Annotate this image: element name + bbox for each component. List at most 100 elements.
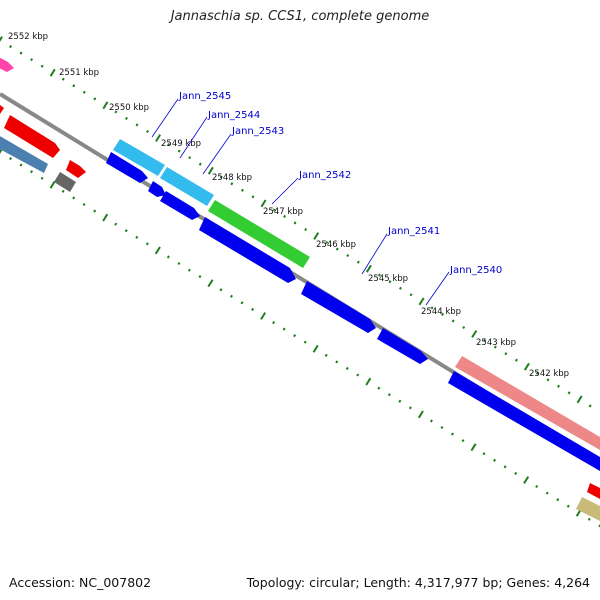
tick-mark [483,339,487,343]
tick-mark [461,439,465,443]
gene-feature-steel[interactable] [0,135,48,173]
tick-mark [72,84,76,88]
gene-feature-gray[interactable] [54,172,76,192]
kbp-label: 2551 kbp [59,68,99,78]
tick-mark [282,327,286,331]
gene-feature-red-edge[interactable] [0,105,4,114]
tick-mark [567,391,571,395]
tick-mark [114,222,118,226]
tick-mark [471,330,478,338]
tick-mark [312,344,319,353]
gene-feature-red-1[interactable] [4,115,60,158]
kbp-label: 2549 kbp [161,139,201,149]
tick-mark [451,432,454,436]
tick-mark [345,366,349,371]
tick-mark [304,227,308,232]
tick-mark [61,77,65,81]
tick-mark [503,465,507,469]
tick-mark [188,156,192,160]
tick-mark [49,180,56,189]
kbp-label: 2552 kbp [8,32,48,42]
genome-summary-text: Topology: circular; Length: 4,317,977 bp… [246,575,590,590]
tick-mark [49,68,56,77]
tick-mark [430,306,434,310]
tick-mark [19,51,23,55]
gene-label-jann-2542[interactable]: Jann_2542 [298,170,351,181]
tick-mark [219,175,223,179]
tick-mark [260,199,267,208]
tick-mark [30,58,34,62]
tick-mark [335,360,339,364]
tick-mark [408,406,412,410]
kbp-label: 2547 kbp [263,207,303,217]
tick-mark [198,162,202,166]
gene-feature-blue-3[interactable] [160,191,200,220]
gene-label-jann-2540[interactable]: Jann_2540 [449,265,502,276]
gene-label-jann-2541[interactable]: Jann_2541 [387,226,440,237]
gene-label-jann-2544[interactable]: Jann_2544 [207,110,260,121]
kbp-label: 2542 kbp [529,369,569,379]
tick-mark [272,321,276,325]
tick-mark [102,213,109,222]
tick-mark [146,129,150,134]
tick-mark [251,307,255,311]
kbp-label: 2548 kbp [212,173,252,183]
gene-label-jann-2543[interactable]: Jann_2543 [231,126,284,137]
gene-feature-jann-2545[interactable] [113,139,165,176]
gene-feature-red-right[interactable] [587,483,600,499]
gene-feature-blue-7[interactable] [448,371,600,471]
gene-feature-blue-1[interactable] [106,152,148,183]
tick-mark [72,196,76,200]
tick-mark [240,301,244,305]
tick-mark [365,377,372,386]
tick-mark [293,334,297,338]
tick-mark [155,134,162,142]
tick-mark [523,476,530,484]
tick-mark [388,280,392,284]
tick-mark [545,491,549,495]
gene-feature-jann-2544[interactable] [160,167,214,206]
tick-mark [207,279,214,288]
tick-mark [346,254,350,258]
tick-mark [418,297,425,306]
tick-mark [377,273,381,277]
gene-feature-pink[interactable] [0,55,14,72]
tick-mark [177,261,181,266]
accession-text: Accession: NC_007802 [9,575,152,590]
tick-mark [523,362,530,371]
kbp-label: 2545 kbp [368,274,408,284]
gene-label-jann-2545[interactable]: Jann_2545 [178,91,231,102]
gene-feature-khaki[interactable] [576,497,600,521]
tick-mark [272,208,276,212]
tick-mark [324,353,328,357]
tick-mark [93,97,97,101]
tick-mark [19,163,23,167]
tick-mark [462,325,466,330]
tick-mark [93,209,97,213]
tick-mark [167,142,171,147]
tick-mark [556,498,560,502]
tick-mark [166,255,170,259]
tick-mark [429,419,433,423]
gene-feature-jann-2542[interactable] [208,200,310,268]
gene-feature-blue-2[interactable] [148,181,166,197]
gene-feature-red-2[interactable] [66,160,86,178]
inner-tick-ring [0,148,600,528]
gene-feature-blue-6[interactable] [377,328,428,364]
tick-mark [154,246,161,255]
tick-mark [535,371,539,375]
tick-mark [417,410,424,419]
tick-mark [145,242,149,246]
tick-mark [40,64,44,68]
tick-mark [313,232,320,240]
gene-feature-salmon[interactable] [455,356,600,450]
tick-mark [251,195,255,199]
gene-feature-blue-5[interactable] [301,281,376,333]
tick-mark [207,166,214,175]
tick-mark [219,288,223,292]
tick-mark [356,373,360,377]
tick-mark [187,268,191,272]
gene-feature-blue-4[interactable] [199,217,296,283]
